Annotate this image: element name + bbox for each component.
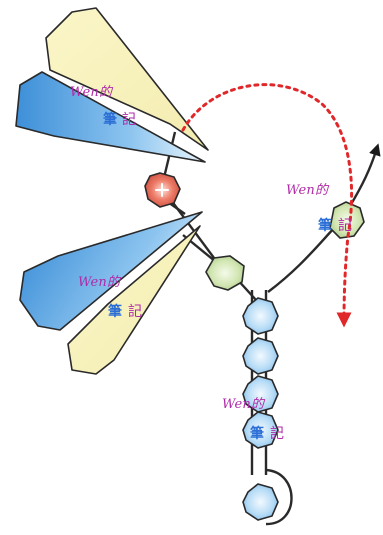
chain-end-loop xyxy=(265,468,293,526)
watermark-bottom-left: Wen的 筆 記 xyxy=(78,275,142,320)
upper-wedges xyxy=(15,7,209,163)
upper-blue-wedge xyxy=(15,71,206,163)
watermark-cjk-right: 記 xyxy=(270,425,284,442)
watermark-cjk-right: 記 xyxy=(128,303,142,320)
watermark-cjk-left: 筆 xyxy=(250,425,264,442)
green-hexagon-right xyxy=(329,201,365,239)
watermark-bottom-center: Wen的 筆 記 xyxy=(222,397,284,442)
watermark-script: Wen的 xyxy=(286,183,330,198)
blue-hexagon-1 xyxy=(242,297,279,335)
blue-hexagon-2 xyxy=(242,337,279,375)
watermark-cjk-left: 筆 xyxy=(108,303,122,320)
bond-right-branch-to-tip xyxy=(348,143,381,207)
red-hexagon xyxy=(144,172,181,208)
upper-cream-wedge xyxy=(45,7,209,151)
bond-red-to-green xyxy=(167,195,218,263)
watermark-script: Wen的 xyxy=(70,85,114,100)
green-hexagon-center xyxy=(205,255,245,291)
lower-wedges xyxy=(19,211,203,375)
bond-chain-to-right-branch xyxy=(267,225,337,293)
watermark-cjk-right: 記 xyxy=(338,217,352,234)
blue-hexagon-3 xyxy=(242,375,279,413)
watermark-script: Wen的 xyxy=(222,397,266,412)
watermark-script: Wen的 xyxy=(78,275,122,290)
blue-hexagon-4 xyxy=(242,411,279,449)
blue-hexagon-chain xyxy=(242,297,279,521)
watermark-cjk-left: 筆 xyxy=(318,217,332,234)
lower-cream-wedge xyxy=(67,225,201,375)
blue-hexagon-5 xyxy=(242,483,279,521)
watermark-cjk-right: 記 xyxy=(122,111,136,128)
watermark-cjk-left: 筆 xyxy=(103,111,117,128)
dotted-curved-arrow-icon xyxy=(181,83,354,328)
watermark-right: Wen的 筆 記 xyxy=(286,183,352,234)
watermark-top-left: Wen的 筆 記 xyxy=(70,85,136,128)
lower-blue-wedge xyxy=(19,211,203,331)
